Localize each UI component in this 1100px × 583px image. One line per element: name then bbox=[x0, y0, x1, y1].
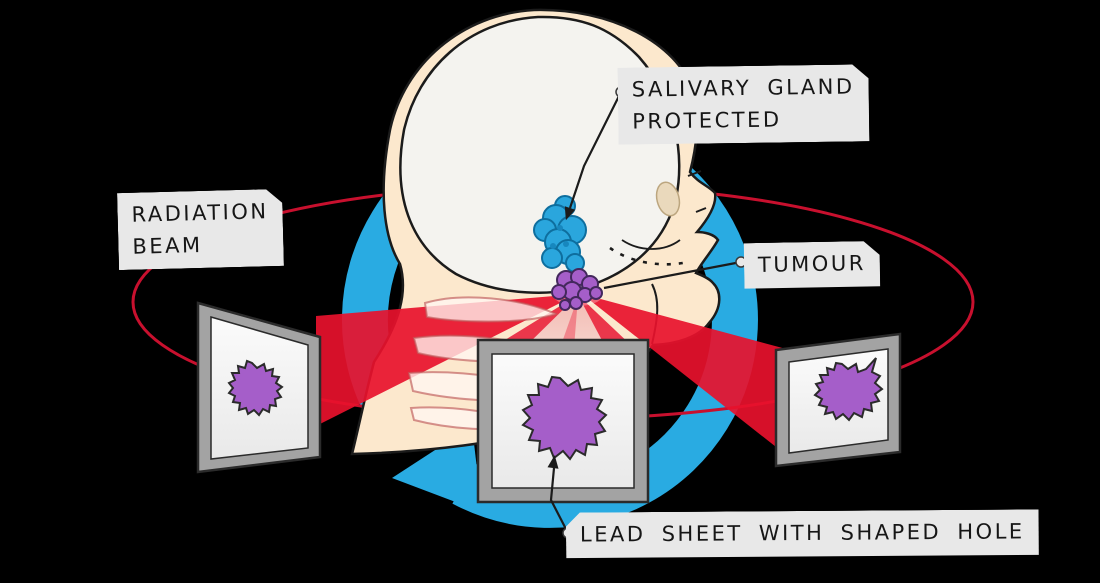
label-salivary-gland-protected: SALIVARY GLAND PROTECTED bbox=[617, 64, 869, 144]
lead-sheet-right bbox=[774, 332, 902, 468]
beam-right bbox=[582, 294, 790, 458]
label-salivary-line2: PROTECTED bbox=[632, 106, 782, 134]
nose-notch-line bbox=[687, 170, 707, 213]
cheekbone-line bbox=[621, 239, 681, 250]
lead-sheet-left-shaped-hole bbox=[227, 359, 284, 417]
beam-center-streak-left bbox=[492, 295, 578, 348]
rotation-arrowhead-icon bbox=[392, 426, 482, 512]
arrow-to-gland-icon bbox=[564, 206, 576, 221]
label-tumour-text: TUMOUR bbox=[757, 251, 867, 277]
label-radiation-line2: BEAM bbox=[132, 232, 203, 259]
label-salivary-line1: SALIVARY GLAND bbox=[631, 74, 855, 102]
lead-sheet-right-shaped-hole bbox=[813, 357, 884, 422]
cranium bbox=[399, 15, 681, 294]
beam-left bbox=[316, 294, 578, 426]
label-lead-sheet-text: LEAD SHEET WITH SHAPED HOLE bbox=[579, 519, 1025, 547]
arrow-to-hole-icon bbox=[547, 455, 559, 469]
label-lead-sheet: LEAD SHEET WITH SHAPED HOLE bbox=[566, 509, 1039, 558]
beam-center-streak-mid bbox=[560, 297, 578, 348]
teeth-line bbox=[609, 246, 689, 266]
salivary-gland-illustration bbox=[533, 195, 587, 273]
eye-socket bbox=[655, 181, 681, 217]
lead-sheet-center-shaped-hole bbox=[521, 375, 608, 461]
beam-center-streak-right bbox=[578, 295, 634, 348]
tumour-leader-line bbox=[603, 260, 742, 290]
salivary-leader-line bbox=[568, 91, 622, 209]
label-radiation-line1: RADIATION bbox=[131, 199, 269, 227]
tumour-illustration bbox=[551, 268, 603, 311]
lead-sheet-leader-line bbox=[549, 467, 569, 534]
label-radiation-beam: RADIATION BEAM bbox=[117, 189, 284, 270]
radiation-beams bbox=[316, 294, 790, 458]
lead-sheet-left bbox=[196, 301, 322, 474]
lead-sheet-center bbox=[476, 338, 650, 504]
label-tumour: TUMOUR bbox=[744, 241, 881, 289]
